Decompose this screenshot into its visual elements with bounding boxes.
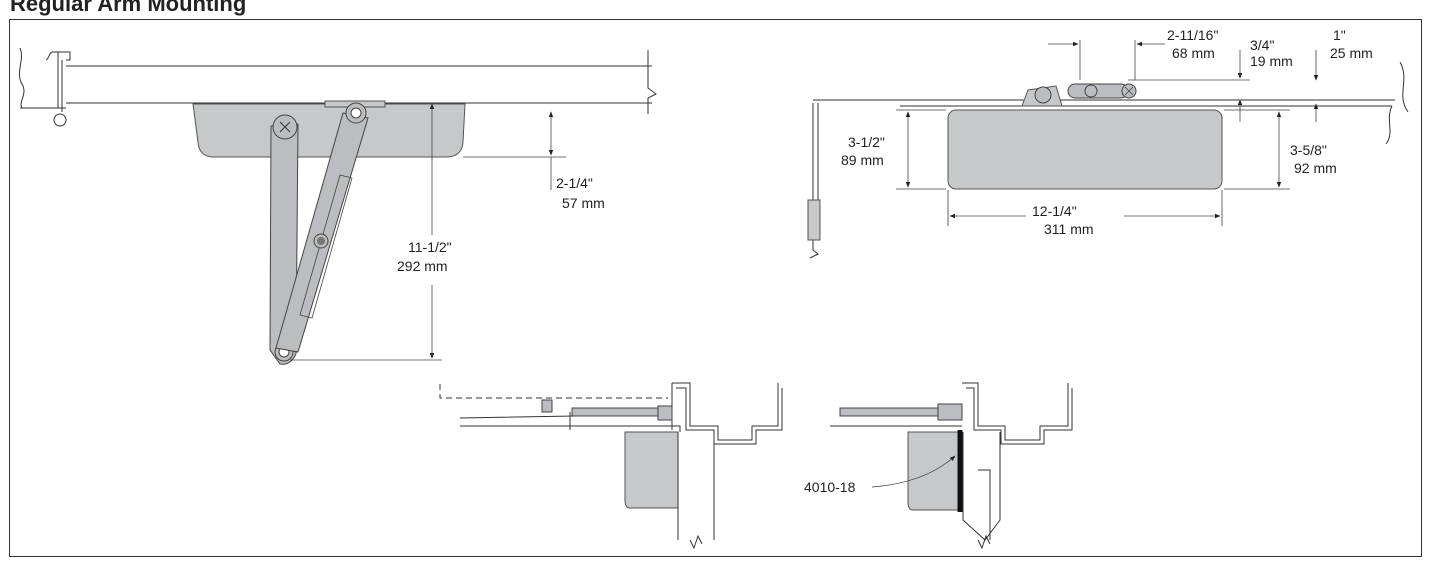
dim-arm-metric: 292 mm	[397, 258, 448, 274]
dim-arm-length: 11-1/2" 292 mm	[290, 103, 452, 361]
dim-depth-metric: 57 mm	[562, 195, 605, 211]
dim-shoe-offset-metric: 68 mm	[1172, 45, 1215, 61]
bracket-view-left	[439, 382, 783, 550]
dim-top-offset-metric: 25 mm	[1330, 45, 1373, 61]
dim-top-offset: 1" 25 mm	[1313, 27, 1373, 122]
bracket-view-right: 4010-18	[804, 382, 1073, 550]
dim-depth-imperial: 2-1/4"	[556, 175, 593, 191]
forearm	[275, 102, 369, 353]
elevation-view: 2-11/16" 68 mm 3/4" 19 mm 1" 25 mm 3-1/2…	[807, 27, 1409, 259]
overhead-view: 2-1/4" 57 mm 11-1/2" 292 mm	[18, 47, 657, 365]
closer-body	[192, 103, 466, 158]
dim-shoe-thickness-metric: 19 mm	[1250, 53, 1293, 69]
dim-top-offset-imperial: 1"	[1333, 27, 1346, 43]
closer-body-elevation	[947, 109, 1223, 190]
dim-height-right-metric: 92 mm	[1294, 160, 1337, 176]
arm-shoe	[1021, 83, 1137, 107]
dim-length: 12-1/4" 311 mm	[947, 190, 1223, 237]
dim-closer-depth: 2-1/4" 57 mm	[463, 111, 605, 211]
dim-shoe-thickness-imperial: 3/4"	[1250, 37, 1274, 53]
dim-shoe-offset: 2-11/16" 68 mm	[1048, 27, 1218, 80]
page-title: Regular Arm Mounting	[10, 0, 247, 16]
dim-length-imperial: 12-1/4"	[1032, 203, 1077, 219]
dim-shoe-thickness: 3/4" 19 mm	[1128, 37, 1293, 122]
dim-height-right: 3-5/8" 92 mm	[1224, 109, 1337, 190]
part-label-4010-18: 4010-18	[804, 479, 856, 495]
dim-height-right-imperial: 3-5/8"	[1290, 142, 1327, 158]
dim-height-left-metric: 89 mm	[841, 152, 884, 168]
dim-arm-imperial: 11-1/2"	[408, 239, 452, 255]
dim-length-metric: 311 mm	[1044, 221, 1094, 237]
dim-height-left: 3-1/2" 89 mm	[841, 109, 946, 190]
drawing-frame	[9, 19, 1422, 557]
dim-height-left-imperial: 3-1/2"	[848, 134, 885, 150]
dim-shoe-offset-imperial: 2-11/16"	[1167, 27, 1218, 43]
